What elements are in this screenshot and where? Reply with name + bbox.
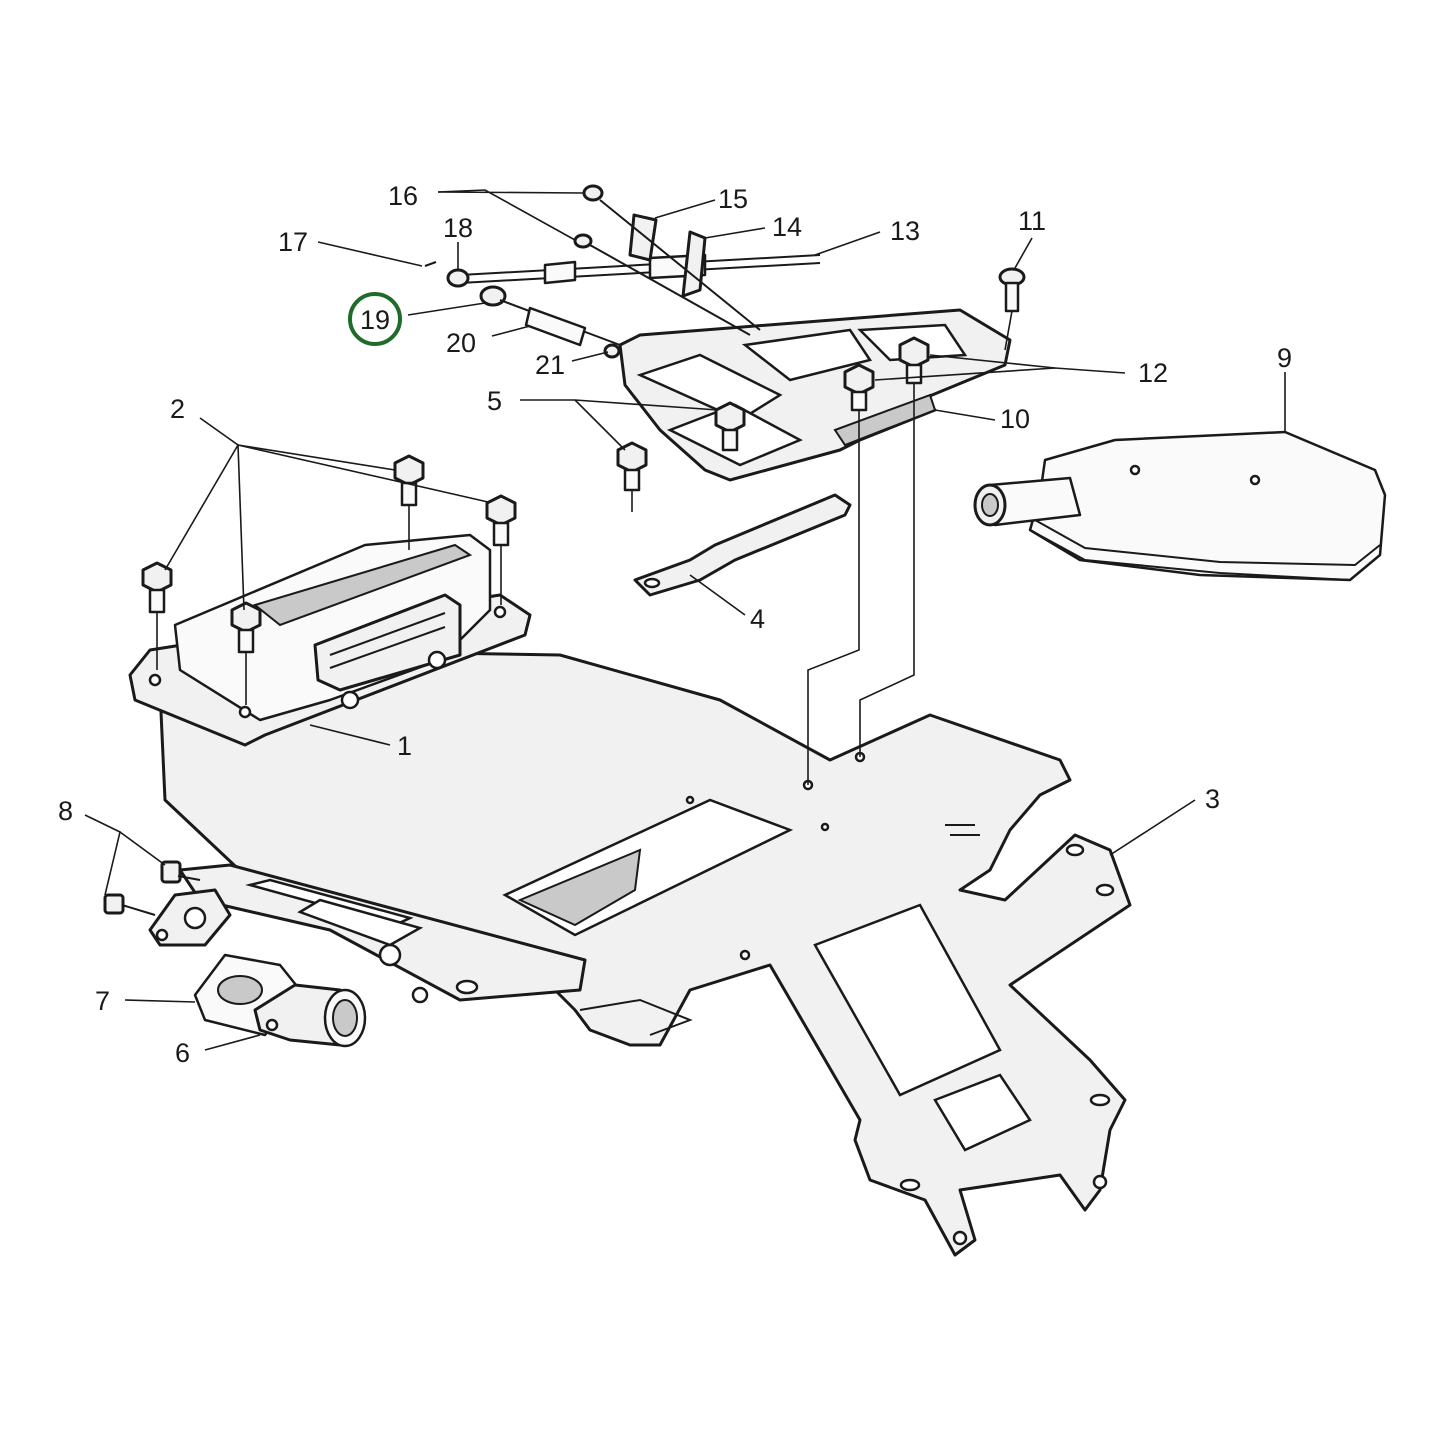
callout-20: 20 <box>446 328 476 358</box>
leader-17 <box>317 241 423 267</box>
leader-lines <box>84 189 1286 1051</box>
shift-cable-assembly <box>424 184 821 359</box>
leader-11 <box>1014 237 1033 269</box>
connector-bracket <box>148 888 302 1037</box>
bolt-2c <box>393 454 425 550</box>
shift-bracket <box>618 308 1012 482</box>
leader-4 <box>689 574 746 616</box>
leader-2d <box>237 444 489 503</box>
leader-2a <box>164 417 240 571</box>
leader-16b <box>437 189 576 241</box>
callout-12: 12 <box>1138 358 1168 388</box>
callout-8: 8 <box>58 796 73 826</box>
leader-2c <box>237 444 396 471</box>
highlighted-callout-19[interactable]: 19 <box>348 292 402 346</box>
leader-12b <box>929 354 1056 369</box>
leader-8a <box>84 814 121 896</box>
front-bracket-plate <box>178 863 587 1004</box>
bolt-5b <box>714 401 746 452</box>
leader-1 <box>309 724 391 746</box>
highlight-ring <box>348 292 402 346</box>
leader-20 <box>491 325 531 337</box>
leader-14 <box>704 227 766 239</box>
control-unit <box>128 533 532 747</box>
leader-21 <box>571 351 609 362</box>
callout-labels: 1 2 3 4 5 6 7 8 9 10 11 12 13 14 15 16 1… <box>58 181 1292 1068</box>
callout-9: 9 <box>1277 343 1292 373</box>
callout-21: 21 <box>535 350 565 380</box>
bolt-12a <box>807 363 875 785</box>
bolt-12b <box>859 336 930 757</box>
leader-19 <box>407 302 486 316</box>
callout-4: 4 <box>750 604 765 634</box>
screw-11 <box>998 267 1026 351</box>
leader-6 <box>204 1034 261 1051</box>
callout-13: 13 <box>890 216 920 246</box>
callout-3: 3 <box>1205 784 1220 814</box>
main-frame <box>158 648 1132 1257</box>
bolt-2d <box>485 494 517 605</box>
round-connector <box>253 983 367 1048</box>
support-bracket <box>633 493 852 597</box>
bolt-5a <box>616 441 648 512</box>
callout-10: 10 <box>1000 404 1030 434</box>
leader-8b <box>119 831 166 866</box>
leader-16a <box>437 191 584 194</box>
leader-15 <box>654 199 716 219</box>
leader-10 <box>934 409 996 421</box>
callout-7: 7 <box>95 986 110 1016</box>
screw-8b <box>160 860 201 884</box>
callout-14: 14 <box>772 212 802 242</box>
leader-13 <box>814 231 881 256</box>
callout-6: 6 <box>175 1038 190 1068</box>
bolt-2b <box>230 601 262 705</box>
leader-3 <box>1109 799 1196 856</box>
callout-16: 16 <box>388 181 418 211</box>
callout-18: 18 <box>443 213 473 243</box>
leader-7 <box>124 999 196 1003</box>
actuator-module <box>973 430 1387 582</box>
callout-1: 1 <box>397 731 412 761</box>
bolt-2a <box>141 561 173 670</box>
callout-2: 2 <box>170 394 185 424</box>
screw-8a <box>103 893 156 916</box>
callout-19: 19 <box>360 305 390 335</box>
callout-5: 5 <box>487 386 502 416</box>
leader-5b <box>574 399 626 451</box>
leader-2b <box>237 444 245 611</box>
callout-17: 17 <box>278 227 308 257</box>
callout-11: 11 <box>1018 206 1046 236</box>
callout-15: 15 <box>718 184 748 214</box>
